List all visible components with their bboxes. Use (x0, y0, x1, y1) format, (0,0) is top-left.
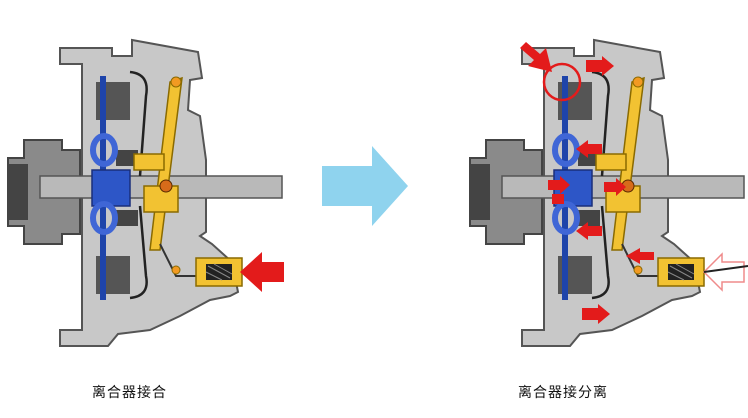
red-arrow-icon (240, 252, 284, 292)
clutch-disengaged-diagram (470, 40, 748, 346)
caption-clutch-engaged: 离合器接合 (92, 385, 167, 401)
right-arrow-icon (322, 146, 408, 226)
red-circle-icon (542, 62, 582, 102)
caption-clutch-disengaged: 离合器接分离 (518, 385, 608, 401)
red-arrow-icon (520, 42, 654, 324)
clutch-engaged-diagram (8, 40, 284, 346)
hollow-arrow-icon (702, 252, 745, 292)
